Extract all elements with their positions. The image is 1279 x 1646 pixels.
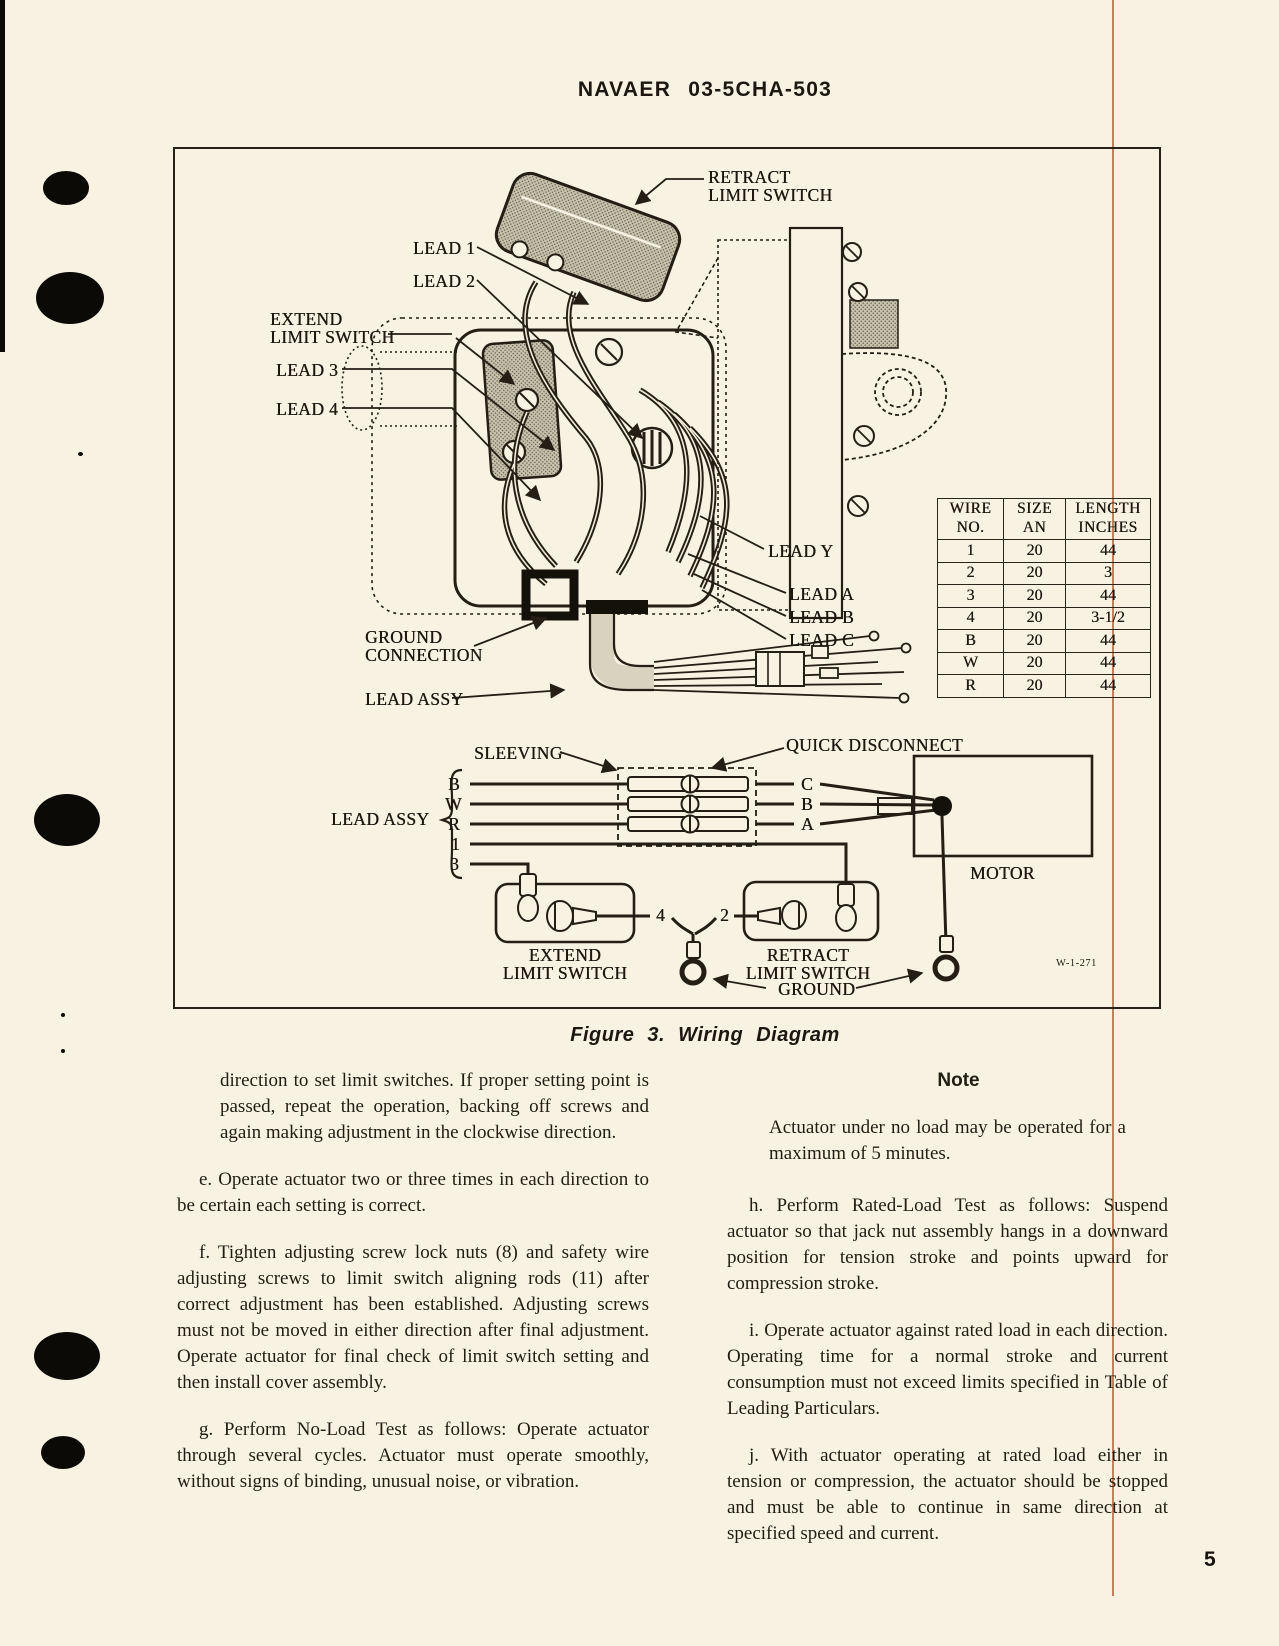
note-heading: Note	[937, 1070, 980, 1091]
paragraph-j: j. With actuator operating at rated load…	[727, 1445, 1168, 1544]
lead-b-label: LEAD B	[789, 607, 855, 627]
wire-w-label: W	[445, 794, 462, 814]
terminal-2-label: 2	[720, 905, 730, 925]
wire-r-label: R	[448, 814, 461, 834]
paragraph-continuation: direction to set limit switches. If prop…	[220, 1070, 649, 1143]
retract-limit-switch-label: RETRACT	[766, 945, 850, 965]
page-header: NAVAER 03-5CHA-503	[577, 78, 833, 101]
extend-limit-switch-label: LIMIT SWITCH	[502, 963, 628, 983]
figure-frame	[173, 147, 1161, 1009]
scan-crease-line	[1112, 0, 1114, 1596]
extend-limit-switch-label: LIMIT SWITCH	[270, 327, 395, 347]
right-column: Note Actuator under no load may be opera…	[727, 1068, 1168, 1568]
binder-hole-mark	[41, 1436, 85, 1469]
binder-hole-mark	[43, 171, 89, 205]
lead-a-label: LEAD A	[789, 584, 855, 604]
paragraph-i: i. Operate actuator against rated load i…	[727, 1320, 1168, 1419]
ground-label: GROUND	[778, 979, 856, 999]
sleeving-label: SLEEVING	[474, 743, 563, 763]
terminal-a-label: A	[801, 814, 815, 834]
lead-assy-label: LEAD ASSY	[331, 809, 430, 829]
left-column: direction to set limit switches. If prop…	[177, 1068, 649, 1516]
lead4-label: LEAD 4	[276, 399, 339, 419]
extend-limit-switch-label: EXTEND	[528, 945, 602, 965]
lead-c-label: LEAD C	[789, 630, 855, 650]
note-body: Actuator under no load may be operated f…	[769, 1117, 1126, 1164]
terminal-b-label: B	[801, 794, 814, 814]
lead3-label: LEAD 3	[276, 360, 339, 380]
quick-disconnect-label: QUICK DISCONNECT	[786, 735, 964, 755]
wire-b-label: B	[448, 774, 461, 794]
scan-speck	[61, 1049, 65, 1053]
retract-limit-switch-label: RETRACT	[708, 167, 791, 187]
drawing-number: W-1-271	[1056, 958, 1097, 969]
extend-limit-switch-label: EXTEND	[270, 309, 343, 329]
terminal-4-label: 4	[656, 905, 666, 925]
binder-hole-mark	[34, 794, 100, 846]
terminal-c-label: C	[801, 774, 814, 794]
paragraph-f: f. Tighten adjusting screw lock nuts (8)…	[177, 1242, 649, 1393]
lead-y-label: LEAD Y	[768, 541, 834, 561]
binder-hole-mark	[36, 272, 104, 324]
ground-connection-label: GROUND	[365, 627, 443, 647]
retract-limit-switch-label: LIMIT SWITCH	[745, 963, 871, 983]
wire-3-label: 3	[450, 854, 460, 874]
ground-connection-label: CONNECTION	[365, 645, 483, 665]
figure-caption: Figure 3. Wiring Diagram	[570, 1024, 840, 1046]
page-number: 5	[1204, 1548, 1216, 1571]
binder-hole-mark	[34, 1332, 100, 1380]
paragraph-e: e. Operate actuator two or three times i…	[177, 1169, 649, 1216]
scan-speck	[78, 452, 83, 456]
scan-edge-artifact	[0, 0, 5, 352]
lead-assy-label: LEAD ASSY	[365, 689, 464, 709]
scan-speck	[61, 1013, 65, 1017]
paragraph-g: g. Perform No-Load Test as follows: Oper…	[177, 1419, 649, 1492]
wire-1-label: 1	[451, 834, 461, 854]
lead1-label: LEAD 1	[413, 238, 476, 258]
paragraph-h: h. Perform Rated-Load Test as follows: S…	[727, 1195, 1168, 1294]
lead2-label: LEAD 2	[413, 271, 476, 291]
motor-label: MOTOR	[970, 863, 1035, 883]
retract-limit-switch-label: LIMIT SWITCH	[708, 185, 833, 205]
